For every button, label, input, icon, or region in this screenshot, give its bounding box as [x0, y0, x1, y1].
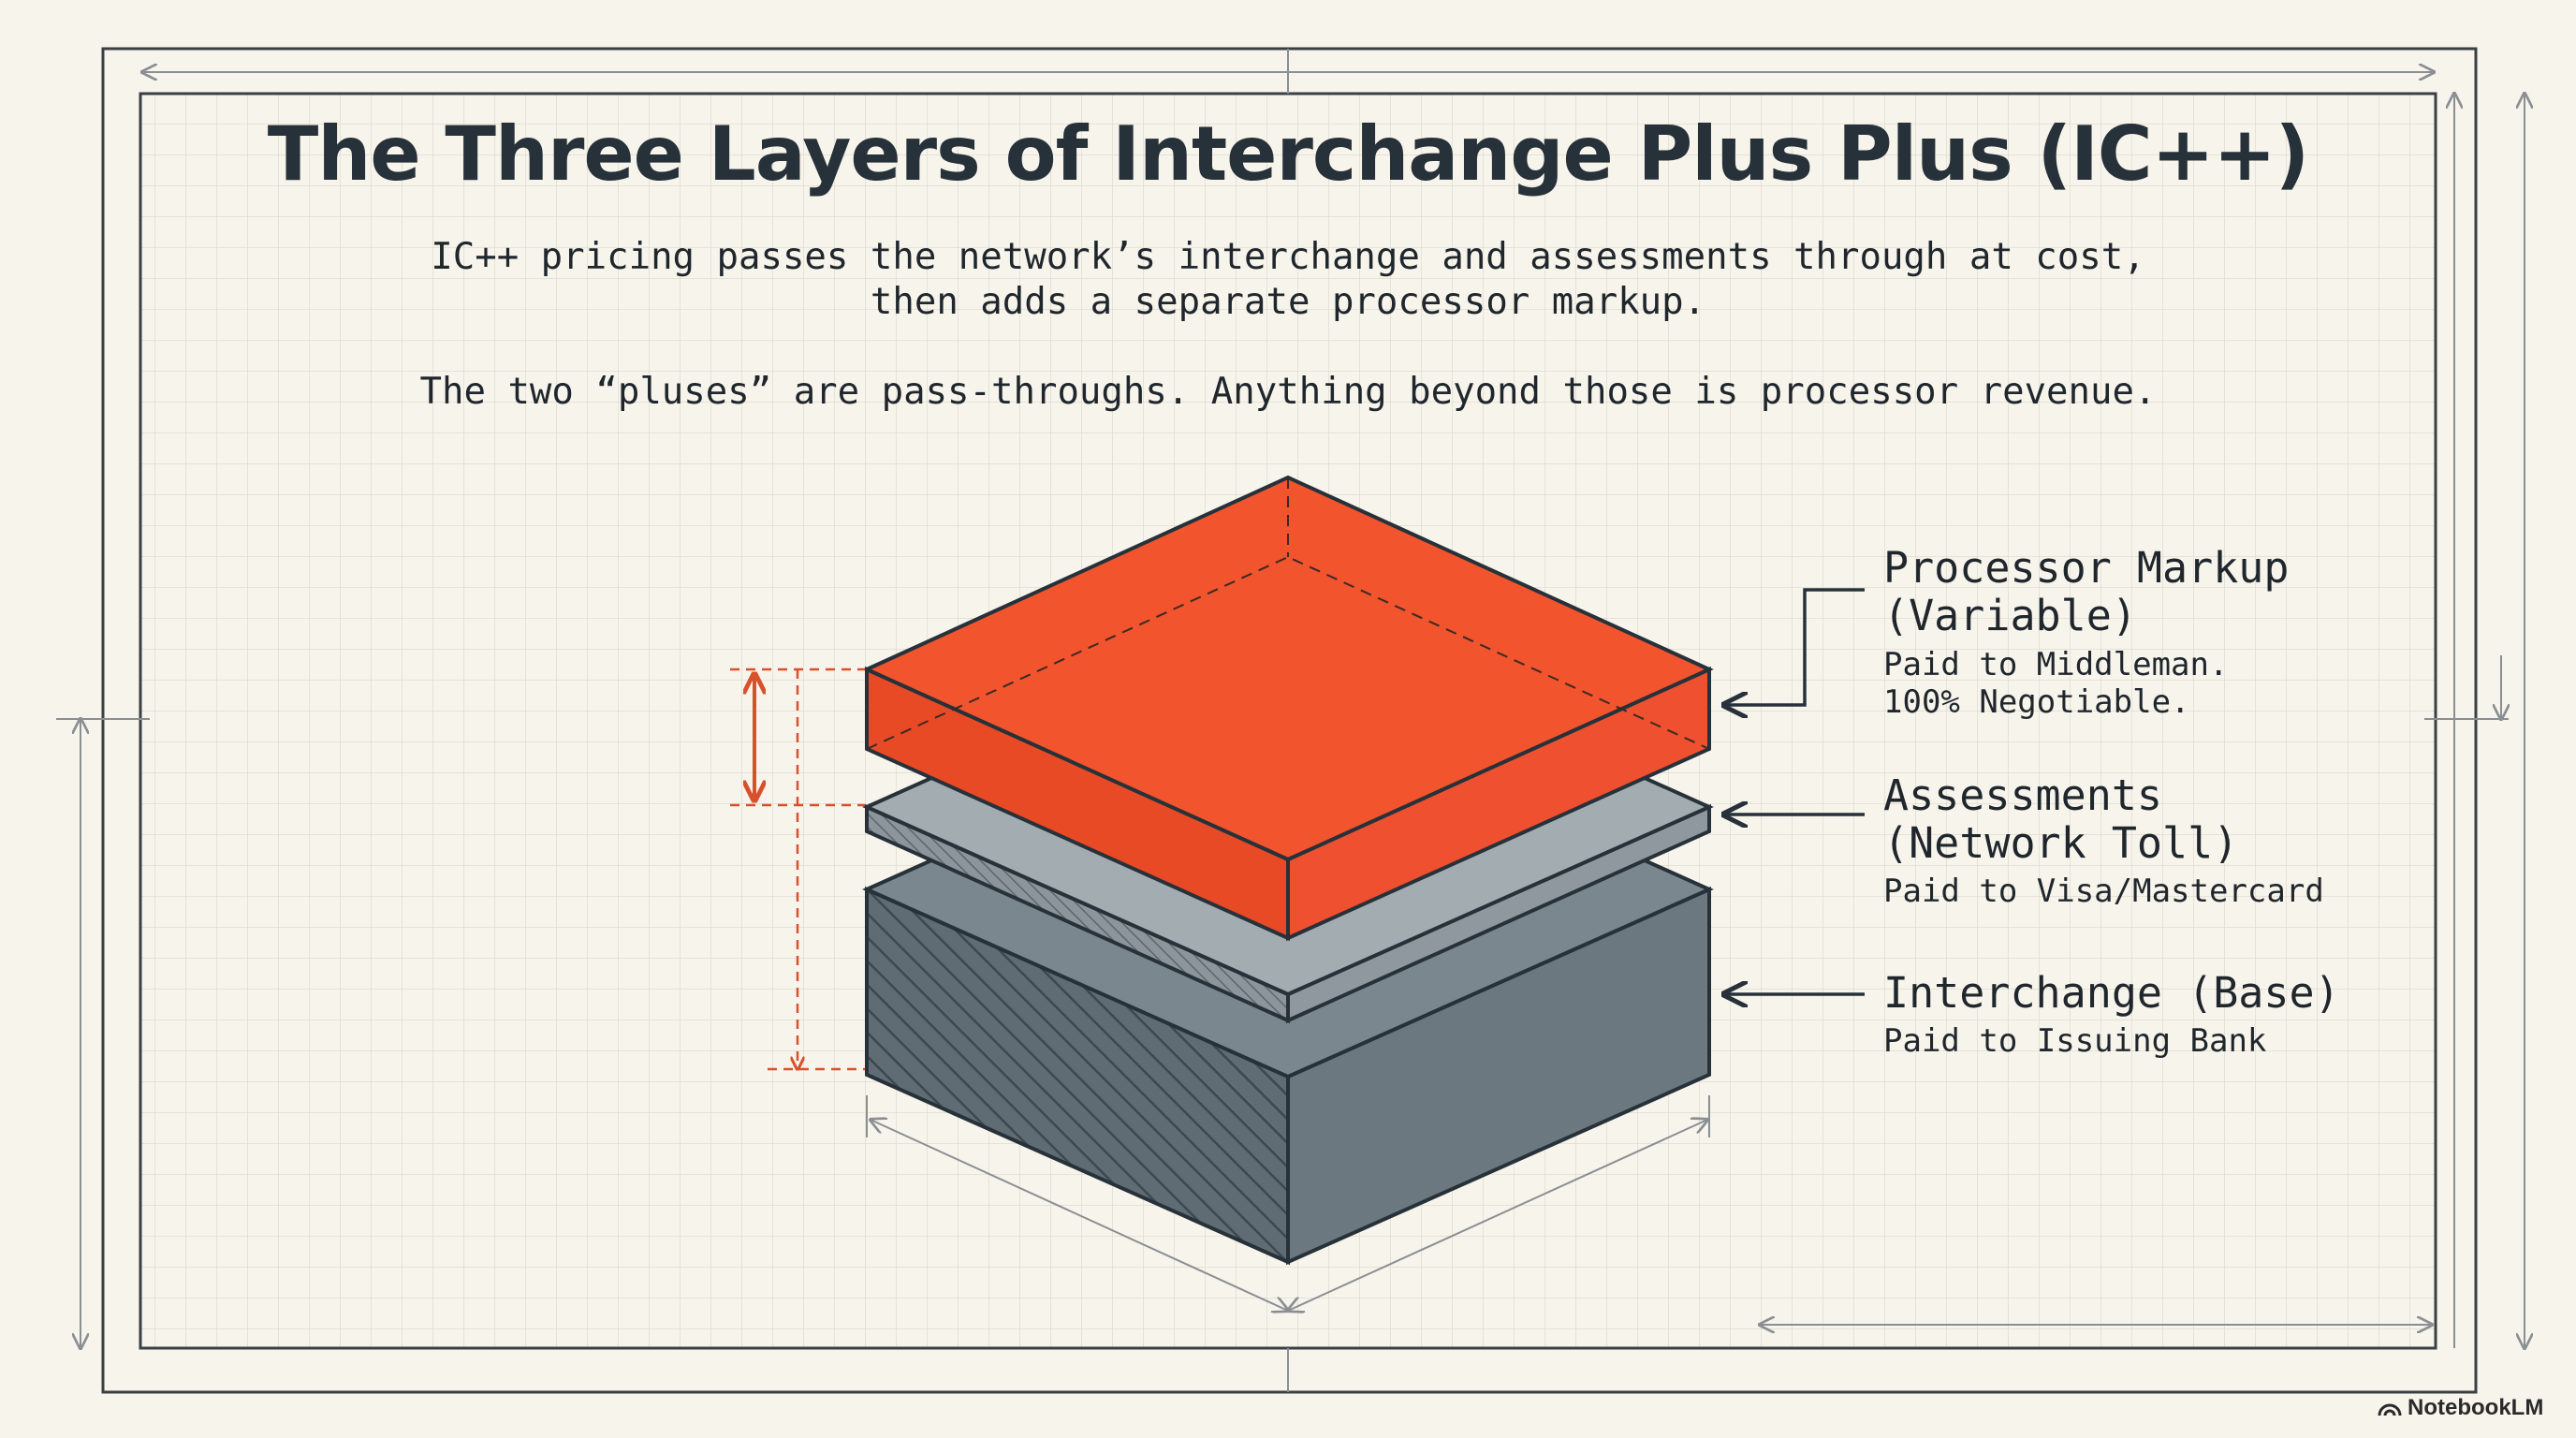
notebooklm-icon: [2378, 1403, 2402, 1416]
markup-label-title: Processor Markup: [1883, 543, 2290, 593]
layer-height-dimension: [730, 668, 865, 1069]
markup-label-desc-2: 100% Negotiable.: [1883, 683, 2190, 721]
interchange-label-title: Interchange (Base): [1883, 968, 2340, 1018]
assessments-label-desc: Paid to Visa/Mastercard: [1883, 873, 2324, 910]
markup-label-subtitle: (Variable): [1883, 591, 2137, 640]
brand-watermark: NotebookLM: [2378, 1395, 2543, 1421]
assessments-label-title: Assessments: [1883, 770, 2163, 820]
assessments-label-subtitle: (Network Toll): [1883, 818, 2239, 868]
markup-callout-arrow: [1724, 588, 1865, 705]
markup-top-face: [862, 475, 1714, 862]
subtitle-line-2: then adds a separate processor markup.: [870, 281, 1706, 323]
subtitle-line-1: IC++ pricing passes the network’s interc…: [431, 236, 2145, 278]
callout-arrows: [1724, 588, 1865, 994]
markup-label-desc-1: Paid to Middleman.: [1883, 646, 2229, 683]
subtitle-line-3: The two “pluses” are pass-throughs. Anyt…: [419, 371, 2157, 413]
processor-markup-layer: [862, 475, 1714, 942]
page-title: The Three Layers of Interchange Plus Plu…: [267, 110, 2309, 198]
markup-hidden-edges: [866, 477, 1710, 871]
dimension-guides: [56, 49, 2525, 1392]
outer-frame: [101, 47, 2478, 1394]
interchange-label-desc: Paid to Issuing Bank: [1883, 1022, 2267, 1060]
brand-text: NotebookLM: [2408, 1395, 2544, 1420]
